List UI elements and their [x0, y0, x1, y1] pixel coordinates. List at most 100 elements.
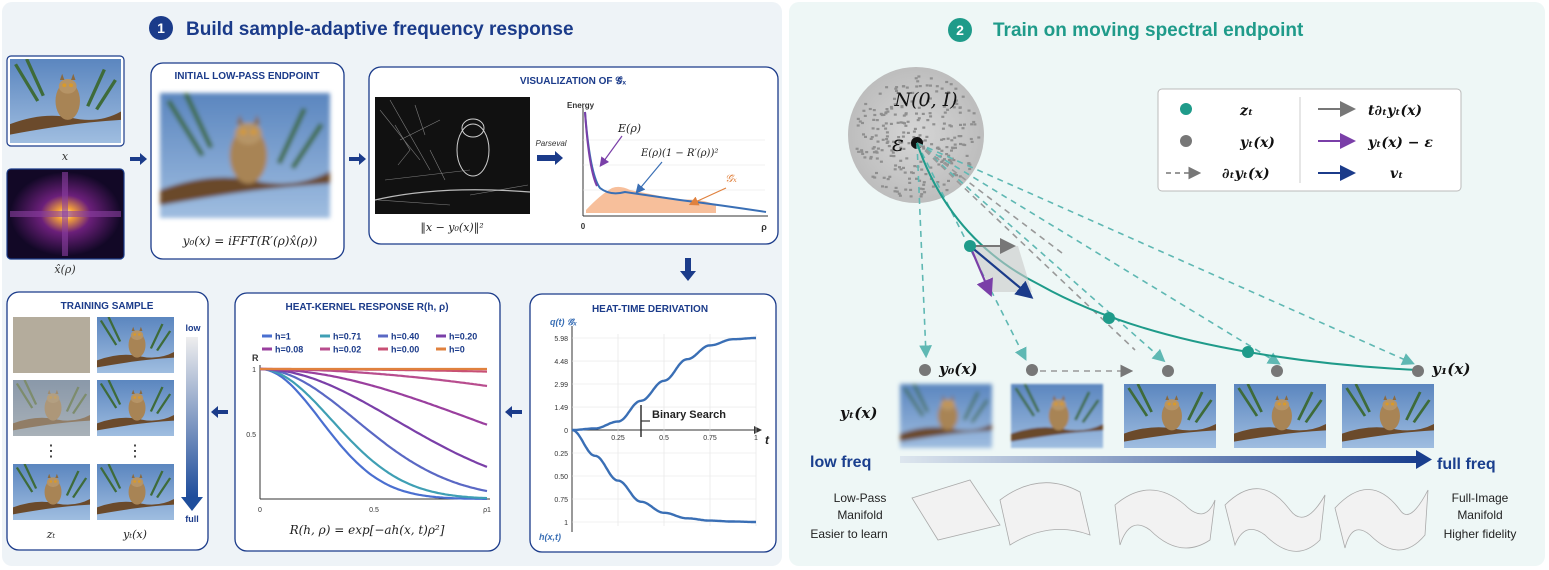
low-manifold-line-1: Low-Pass: [834, 491, 887, 505]
heat-kernel-box: [234, 292, 501, 552]
noise-sample-243: [913, 127, 917, 130]
noise-sample-140: [898, 166, 901, 169]
area-g-pointer: [688, 187, 727, 206]
noise-sample-111: [952, 106, 956, 109]
input-image-label: x: [62, 150, 69, 163]
noise-sample-63: [950, 149, 953, 152]
noise-sample-142: [943, 162, 947, 165]
noise-sample-56: [923, 191, 927, 194]
noise-sample-166: [945, 153, 949, 156]
noise-sample-170: [949, 83, 953, 86]
noise-sample-197: [950, 162, 954, 165]
noise-sample-195: [885, 108, 889, 111]
noise-sample-110: [893, 168, 897, 171]
noise-sample-228: [926, 119, 930, 122]
noise-sample-68: [899, 146, 903, 149]
z-point-3: [1242, 346, 1254, 358]
kernel-curve-4: [260, 367, 488, 468]
noisy-sample-2: [13, 380, 90, 436]
arrow-initial-to-visualization: [349, 153, 366, 165]
noise-sample-81: [876, 127, 880, 131]
y0-label: y₀(x): [938, 360, 977, 378]
noise-distribution: [848, 67, 984, 203]
y-point-1: [1026, 364, 1038, 376]
noise-sample-95: [874, 134, 878, 137]
noise-sample-182: [870, 136, 874, 139]
arrow-input-to-initial: [130, 153, 147, 165]
noise-sample-174: [904, 124, 908, 127]
noise-sample-161: [872, 109, 876, 112]
noise-sample-24: [886, 140, 890, 143]
noise-sample-46: [953, 136, 957, 139]
noise-sample-137: [908, 181, 912, 184]
noise-sample-227: [889, 105, 893, 109]
noise-sample-41: [906, 131, 910, 134]
noise-sample-50: [879, 112, 883, 115]
energy-origin-label: 0: [581, 222, 586, 231]
heat-time-bottom-tick-3: 0.75: [554, 497, 568, 504]
step-2-badge: [948, 18, 972, 42]
noise-sample-13: [946, 163, 949, 166]
noise-sample-238: [952, 159, 956, 162]
heat-time-top-tick-1: 5.98: [554, 336, 568, 343]
legend-v-label: vₜ: [1390, 166, 1403, 182]
noise-sample-85: [857, 150, 861, 153]
noise-sample-87: [864, 135, 867, 138]
endpoint-image-3: [1234, 384, 1326, 448]
noise-sample-236: [899, 121, 903, 124]
heat-time-bottom-axis-label: h(x,t): [539, 532, 561, 542]
legend-box: [1157, 88, 1462, 192]
noise-sample-206: [959, 142, 962, 146]
noise-sample-191: [955, 102, 959, 105]
noise-sample-19: [881, 124, 885, 127]
noise-sample-127: [961, 95, 965, 98]
noise-sample-33: [863, 156, 867, 159]
noise-sample-98: [855, 147, 859, 150]
noise-sample-114: [879, 160, 883, 163]
noise-sample-248: [919, 160, 923, 163]
noise-sample-186: [937, 163, 941, 166]
derivative-paths: [916, 142, 1136, 378]
noise-sample-77: [929, 166, 933, 169]
noise-sample-183: [856, 124, 860, 127]
velocity-arrow: [969, 245, 1034, 299]
step-1-badge: [149, 16, 173, 40]
noise-sample-159: [918, 179, 922, 182]
noise-sample-69: [876, 140, 880, 143]
noise-sample-254: [902, 166, 905, 169]
noise-sample-58: [923, 139, 927, 142]
noise-sample-57: [921, 145, 925, 148]
noise-sample-257: [886, 178, 890, 181]
noise-sample-246: [868, 107, 872, 111]
kernel-legend-label-7: h=0.00: [391, 345, 419, 355]
noise-sample-40: [915, 85, 919, 88]
noise-sample-150: [899, 141, 902, 144]
spectrum-label: x̂(ρ): [54, 263, 75, 276]
noise-sample-157: [892, 140, 896, 143]
noise-sample-171: [947, 91, 951, 94]
noise-sample-151: [943, 111, 947, 114]
noise-sample-64: [920, 168, 924, 171]
noise-sample-34: [876, 147, 880, 150]
noise-sample-212: [942, 122, 946, 125]
legend-y-minus-eps-label: yₜ(x) − ε: [1367, 135, 1433, 151]
legend-dy-label: ∂ₜyₜ(x): [1222, 166, 1270, 182]
kernel-legend-label-2: h=0.71: [333, 332, 361, 342]
noise-sample-29: [954, 146, 957, 149]
z-point-1: [964, 240, 976, 252]
kernel-curve-3: [260, 367, 488, 493]
noise-sample-30: [895, 89, 898, 92]
full-manifold-line-2: Manifold: [1457, 508, 1502, 522]
noise-sample-61: [901, 135, 905, 138]
noise-sample-210: [917, 117, 921, 120]
noise-sample-214: [958, 106, 962, 109]
kernel-formula: R(h, ρ) = exp[−ah(x, t)ρ²]: [289, 523, 445, 537]
noise-sample-208: [970, 140, 974, 143]
noise-sample-234: [925, 135, 929, 138]
kernel-legend-label-6: h=0.02: [333, 345, 361, 355]
step-1-number: 1: [157, 20, 165, 36]
h-x-t-curve: [571, 428, 756, 524]
kernel-legend-label-4: h=0.20: [449, 332, 477, 342]
noise-sample-185: [936, 146, 940, 149]
